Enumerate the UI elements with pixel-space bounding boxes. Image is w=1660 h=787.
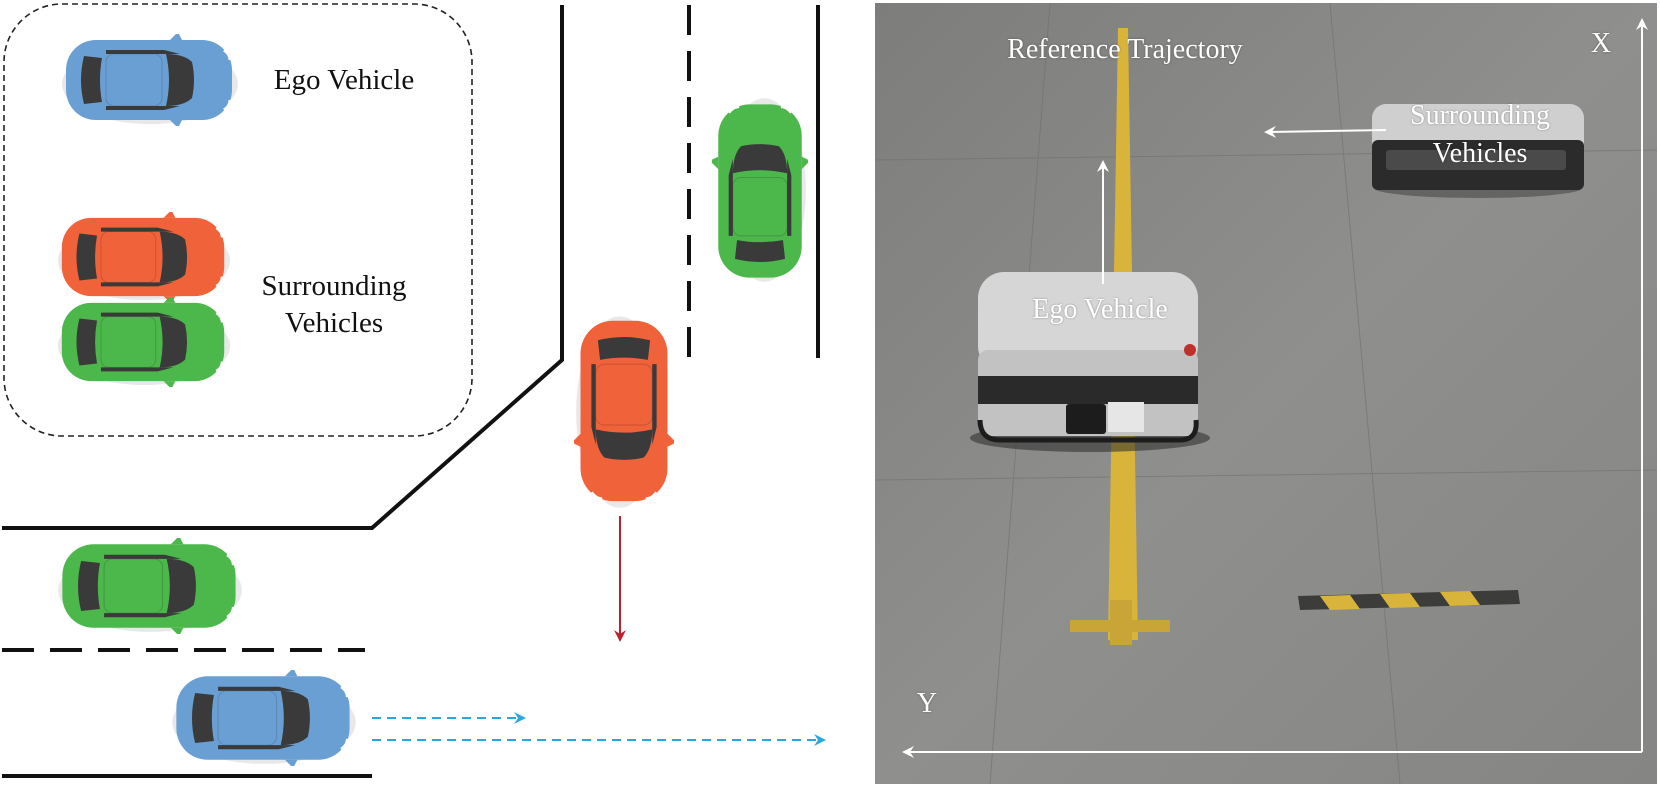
legend-ego-label: Ego Vehicle [273, 64, 415, 96]
floor-hazard-stripe-yellow [1320, 591, 1480, 610]
reference-trajectory-label: Reference Trajectory [1007, 34, 1243, 65]
axis-x-label: X [1590, 28, 1612, 59]
photo-surrounding-label-line2: Vehicles [1432, 138, 1528, 169]
photo-surrounding-label-line1: Surrounding [1410, 100, 1550, 131]
legend-green-car [56, 297, 232, 387]
legend-surrounding-label-line2: Vehicles [284, 307, 384, 339]
legend-box [3, 3, 473, 437]
legend-surrounding-label-line1: Surrounding [261, 270, 407, 302]
road-diagram [2, 3, 826, 778]
ego-robot [970, 272, 1210, 452]
photo-ego-label: Ego Vehicle [1032, 294, 1168, 325]
photo-panel [874, 2, 1658, 785]
legend-orange-car [56, 212, 232, 302]
axis-y-label: Y [916, 688, 938, 719]
legend-ego-car [60, 34, 240, 126]
floor-marker-cross [1070, 600, 1170, 645]
orange-car-vertical [574, 314, 674, 510]
surrounding-robot [1372, 104, 1584, 198]
surrounding-heading-arrow [1264, 125, 1387, 138]
green-car-vertical [712, 96, 808, 284]
road-boundary-corner [2, 5, 564, 530]
green-car-horizontal [56, 538, 244, 634]
ego-car [170, 670, 358, 766]
